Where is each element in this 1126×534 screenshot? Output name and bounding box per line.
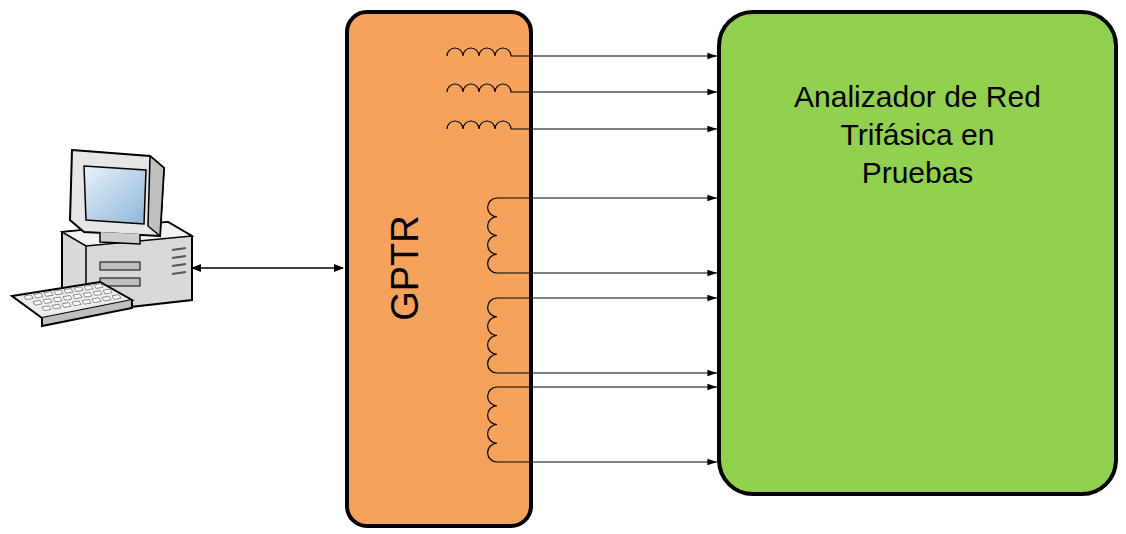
- pc-link-arrow: [192, 267, 343, 269]
- generator-box: GPTR: [345, 10, 533, 528]
- coil-symbol: [447, 48, 533, 56]
- box-label: Analizador de Red Trifásica en Pruebas: [793, 78, 1043, 192]
- signal-arrow: [533, 297, 717, 298]
- coil-symbol: [488, 387, 533, 462]
- signal-arrow: [533, 386, 717, 387]
- signal-arrow: [533, 461, 717, 462]
- coil-symbol: [447, 84, 533, 92]
- signal-arrow: [533, 272, 717, 273]
- signal-arrow: [533, 55, 717, 56]
- signal-arrow: [533, 372, 717, 373]
- signal-arrow: [533, 91, 717, 92]
- coil-symbol: [488, 198, 533, 273]
- signal-arrow: [533, 128, 717, 129]
- coil-symbol: [488, 298, 533, 373]
- box-title: GPTR: [386, 215, 424, 321]
- coil-symbol: [447, 121, 533, 129]
- computer-monitor: [70, 150, 164, 244]
- computer-keyboard: [12, 282, 132, 326]
- signal-arrow: [533, 197, 717, 198]
- analyzer-box: Analizador de Red Trifásica en Pruebas: [717, 10, 1118, 496]
